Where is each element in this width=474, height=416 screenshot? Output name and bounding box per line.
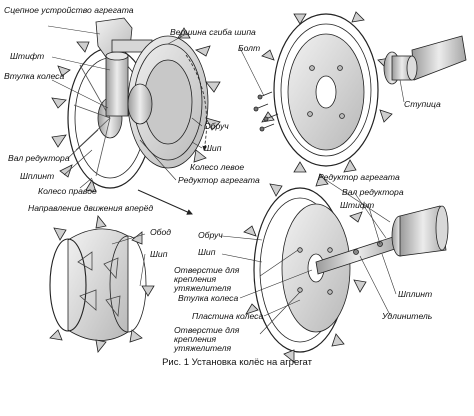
- coupling-device-drawing: [95, 17, 153, 117]
- label-hub-sleeve: Втулка колеса: [4, 71, 65, 81]
- left-wheel-drawing: [127, 27, 221, 169]
- label-weight-hole-bottom: Отверстие для крепления утяжелителя: [174, 325, 240, 353]
- bottom-right-assembly: [243, 173, 449, 363]
- top-right-assembly: [253, 11, 467, 173]
- label-forward-dir: Направление движения вперёд: [28, 203, 154, 213]
- label-rim-mid: Обруч: [198, 230, 223, 240]
- label-right-wheel: Колесо правое: [38, 186, 97, 196]
- label-rim-top: Обруч: [204, 121, 229, 131]
- figure-caption: Рис. 1 Установка колёс на агрегат: [162, 357, 312, 368]
- reducer-drawing: [391, 205, 449, 257]
- label-spike-mid: Шип: [198, 247, 216, 257]
- hub-drawing: [383, 35, 467, 85]
- label-cotter-pin: Шплинт: [20, 171, 55, 181]
- leader-lines: [47, 25, 405, 335]
- label-wheel-plate: Пластина колеса: [192, 311, 264, 321]
- label-coupling: Сцепное устройство агрегата: [4, 5, 134, 15]
- top-left-assembly: [51, 17, 221, 215]
- label-obod: Обод: [150, 227, 172, 237]
- label-bolt: Болт: [238, 43, 261, 53]
- label-left-wheel: Колесо левое: [190, 162, 245, 172]
- label-extender: Удлинитель: [382, 311, 433, 321]
- label-pin-top: Штифт: [10, 51, 45, 61]
- label-reducer-shaft-bottom: Вал редуктора: [342, 187, 404, 197]
- label-spike-left: Шип: [150, 249, 168, 259]
- label-spike-top: Шип: [204, 143, 222, 153]
- label-reducer: Редуктор агрегата: [178, 175, 260, 185]
- bolts-drawing: [253, 91, 279, 132]
- label-pin-bottom: Штифт: [340, 200, 375, 210]
- label-hub: Ступица: [404, 99, 441, 109]
- label-hub-sleeve-bottom: Втулка колеса: [178, 293, 239, 303]
- label-reducer-shaft: Вал редуктора: [8, 153, 70, 163]
- label-reducer-bottom: Редуктор агрегата: [318, 172, 400, 182]
- label-cotter-bottom: Шплинт: [398, 289, 433, 299]
- bottom-left-wheel: [49, 215, 155, 353]
- label-weight-hole: Отверстие для крепления утяжелителя: [174, 265, 240, 293]
- label-spike-bend-top: Вершина сгиба шипа: [170, 27, 256, 37]
